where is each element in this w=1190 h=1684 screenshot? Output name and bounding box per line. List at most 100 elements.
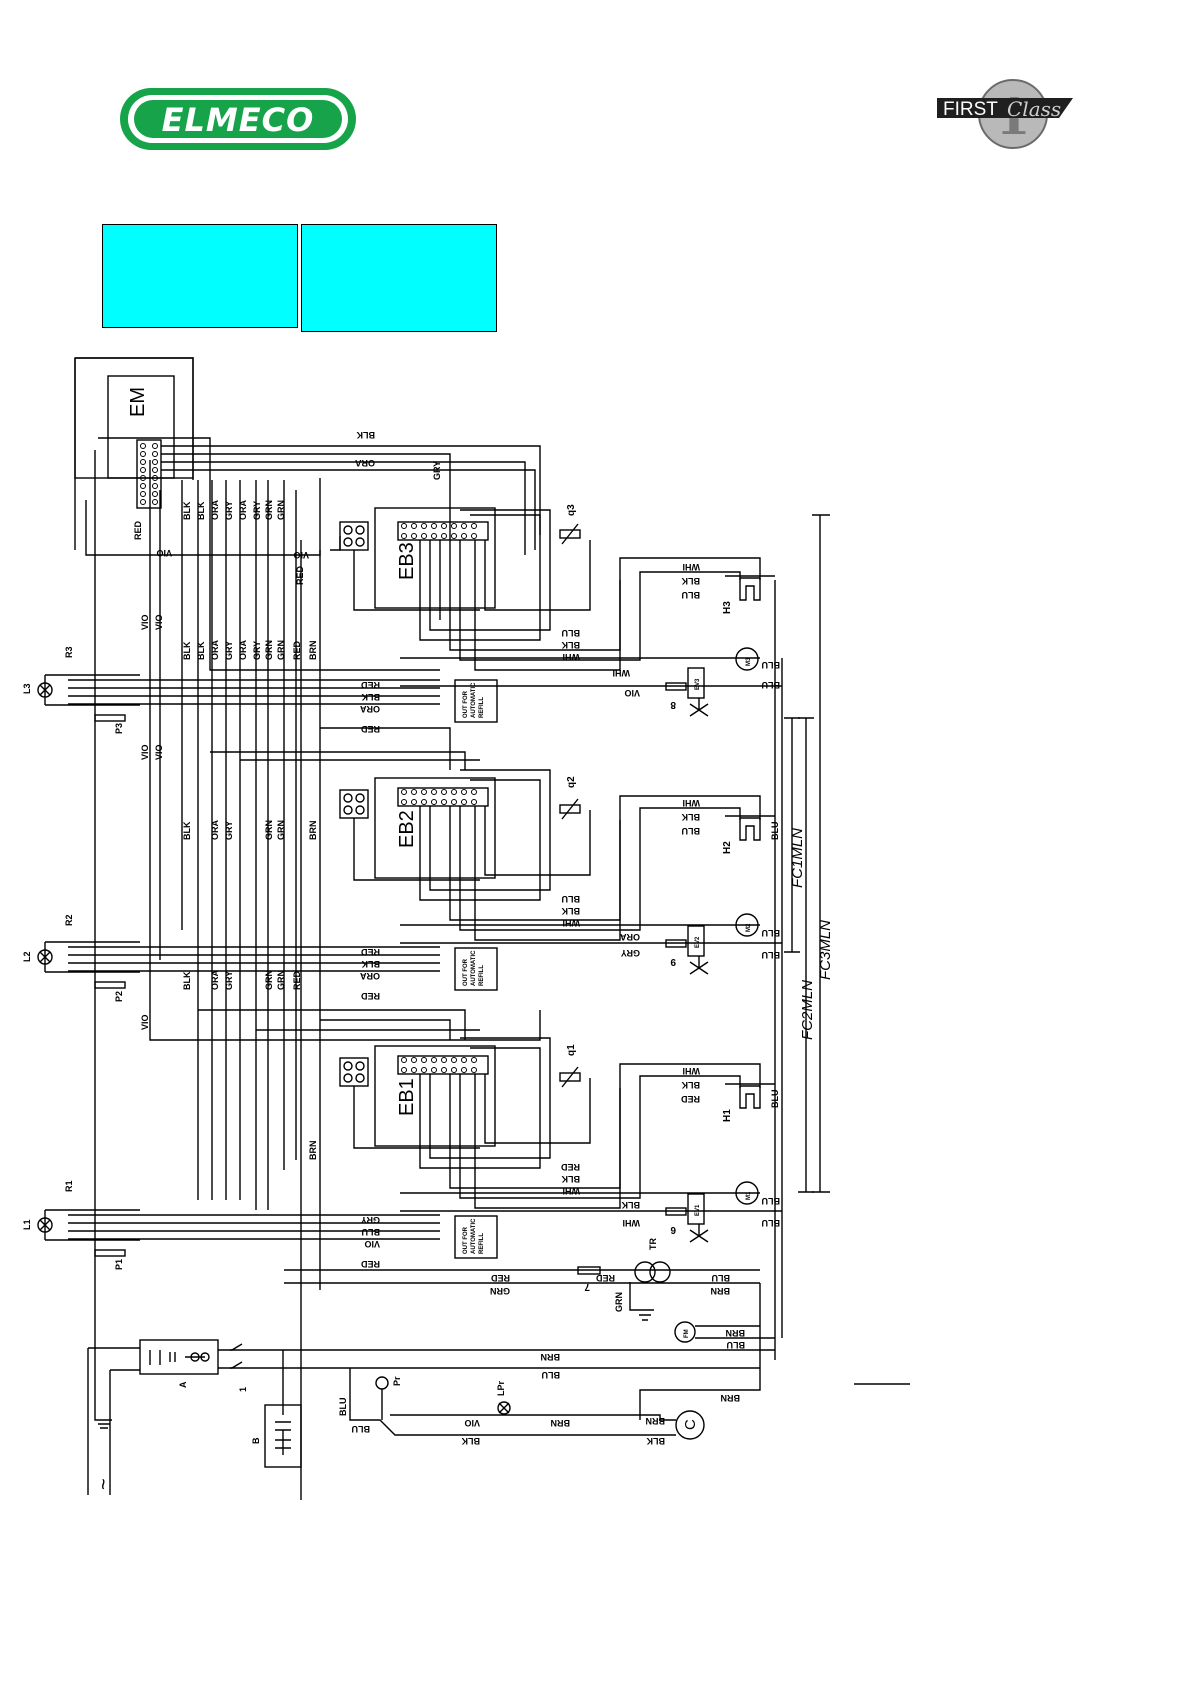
model-fc3mln: FC3MLN: [817, 920, 834, 980]
board-eb3: EB3: [396, 542, 418, 580]
heater-h2: H2: [722, 841, 733, 854]
resistor-r3: R3: [64, 646, 74, 658]
board-eb2: EB2: [396, 810, 418, 848]
wire-label-grn-5: GRN: [264, 820, 274, 840]
wire-label-ora-9: ORA: [360, 971, 381, 981]
thermo-q2: q2: [566, 776, 577, 788]
wire-label-gry-9: GRY: [361, 1215, 380, 1225]
wire-label-blk-11: BLK: [182, 821, 192, 840]
wire-label-gry-7: GRY: [224, 821, 234, 840]
wire-label-vio-10: VIO: [464, 1418, 480, 1428]
wire-label-brn-8: BRN: [551, 1418, 571, 1428]
valve-ev3-label: EV3: [695, 678, 701, 690]
valve-ev1-label: EV1: [695, 1204, 701, 1216]
phase-l3: L3 R3 P3 RED BLK ORA RED: [22, 646, 440, 734]
refill-out-1a: OUT FOR: [463, 1226, 469, 1254]
wire-label-gry-4: GRY: [224, 641, 234, 660]
em-wire-labels: BLK ORA GRY RED VIO BLK BLK ORA GRY ORA …: [133, 430, 442, 660]
wire-label-brn: BRN: [308, 641, 318, 661]
wire-label-ora-10: ORA: [210, 970, 220, 991]
wire-label-whi-6: WHI: [683, 1066, 701, 1076]
mains-ac: ~: [93, 1478, 115, 1490]
info-box-left: [102, 224, 298, 328]
filter-a-label: A: [178, 1381, 188, 1388]
power-section: 7 TR RED RED GRN BLU BRN GRN FM BRN BLU …: [230, 580, 783, 1420]
valve-ev3: [687, 667, 705, 699]
wire-label-red-2: RED: [295, 565, 305, 585]
fan-motor-fm: FM: [684, 1329, 690, 1338]
refill-out-2c: REFILL: [479, 965, 485, 986]
wire-label-vio: VIO: [156, 548, 172, 558]
fuse-6: 6: [670, 1224, 676, 1235]
wire-label-blk-9: BLK: [681, 812, 700, 822]
wire-label-ora-2: ORA: [210, 500, 220, 521]
wire-label-vio-5: VIO: [624, 688, 640, 698]
wire-label-ora-6: ORA: [360, 704, 381, 714]
wire-label-gry-2: GRY: [224, 501, 234, 520]
model-fc1mln: FC1MLN: [789, 828, 806, 888]
thermo-q3: q3: [566, 504, 577, 516]
wire-label-gry-5: GRY: [252, 641, 262, 660]
wire-label-ora-3: ORA: [238, 500, 248, 521]
wire-label-grn-9: GRN: [490, 1286, 510, 1296]
em-terminal-block: [136, 439, 162, 509]
wire-label-red-12: RED: [490, 1273, 510, 1283]
wire-label-blk-7: BLK: [561, 640, 580, 650]
wire-label-blu-5: BLU: [682, 826, 701, 836]
wire-label-blu-13: BLU: [362, 1227, 381, 1237]
wire-label-blu: BLU: [682, 590, 701, 600]
wire-label-whi-4: WHI: [683, 798, 701, 808]
compressor-c: [675, 1410, 705, 1440]
em-controller: EM: [74, 357, 194, 509]
info-box-right: [301, 224, 497, 332]
refill-out-3c: REFILL: [479, 697, 485, 718]
wire-label-red-13: RED: [595, 1273, 615, 1283]
wire-label-blk-4: BLK: [182, 641, 192, 660]
mains-section: ~ A 1 B BLU BLU Pr LPr VIO BRN BRN BLK B…: [87, 1339, 910, 1495]
wire-label-grn-8: GRN: [276, 970, 286, 990]
wire-label-vio-8: VIO: [140, 1014, 150, 1030]
wire-label-ora: ORA: [355, 458, 376, 468]
wire-label-red: RED: [133, 520, 143, 540]
first-class-script: Class: [1007, 97, 1061, 121]
fuse-8: 8: [670, 699, 676, 710]
heater-h3: H3: [722, 601, 733, 614]
mains-filter-a: [139, 1339, 219, 1375]
wire-label-vio-3: VIO: [140, 614, 150, 630]
wire-label-blu-3: BLU: [762, 660, 781, 670]
resistor-r2: R2: [64, 914, 74, 926]
wire-label-red-6: RED: [360, 947, 380, 957]
wire-label-grn-2: GRN: [276, 500, 286, 520]
wire-label-brn-7: BRN: [541, 1352, 561, 1362]
wire-label-blu-2: BLU: [562, 628, 581, 638]
wire-label-blk-5: BLK: [196, 641, 206, 660]
compressor-label: C: [682, 1419, 699, 1430]
lamp-l1: L1: [22, 1219, 32, 1230]
wire-label-gry-6: GRY: [621, 948, 640, 958]
wire-label-blu-16: BLU: [542, 1370, 561, 1380]
refill-out-2a: OUT FOR: [463, 958, 469, 986]
model-fc2mln: FC2MLN: [799, 980, 816, 1040]
refill-out-2b: AUTOMATIC: [471, 950, 477, 986]
wire-label-gry: GRY: [432, 461, 442, 480]
wire-label-red-10: RED: [560, 1162, 580, 1172]
thermo-q1: q1: [566, 1044, 577, 1056]
phase-l1: L1 R1 P1 GRY BLU VIO RED: [22, 1180, 440, 1270]
stage-3: EB3 q3 H3 WHI BLK BLU BLU BLK WHI M3 WHI…: [330, 504, 782, 723]
wire-label-blk-12: BLK: [361, 959, 380, 969]
wire-label-red-4: RED: [360, 680, 380, 690]
wire-label-brn-3: BRN: [308, 1141, 318, 1161]
wire-label-gry-3: GRY: [252, 501, 262, 520]
wire-label-brn-2: BRN: [308, 821, 318, 841]
stage-1: EB1 q1 H1 WHI BLK RED BLU RED BLK WHI M1…: [308, 1037, 782, 1259]
pressure-pr: Pr: [392, 1376, 402, 1386]
wire-label-grn: GRN: [264, 500, 274, 520]
wire-label-brn-6: BRN: [721, 1393, 741, 1403]
wire-label-ora-7: ORA: [620, 932, 641, 942]
valve-ev2-label: EV2: [695, 936, 701, 948]
wire-label-blk-8: BLK: [361, 692, 380, 702]
heater-h1: H1: [722, 1109, 733, 1122]
resistor-r1: R1: [64, 1180, 74, 1192]
wire-label-ora-8: ORA: [210, 820, 220, 841]
wire-label-whi-5: WHI: [563, 918, 581, 928]
